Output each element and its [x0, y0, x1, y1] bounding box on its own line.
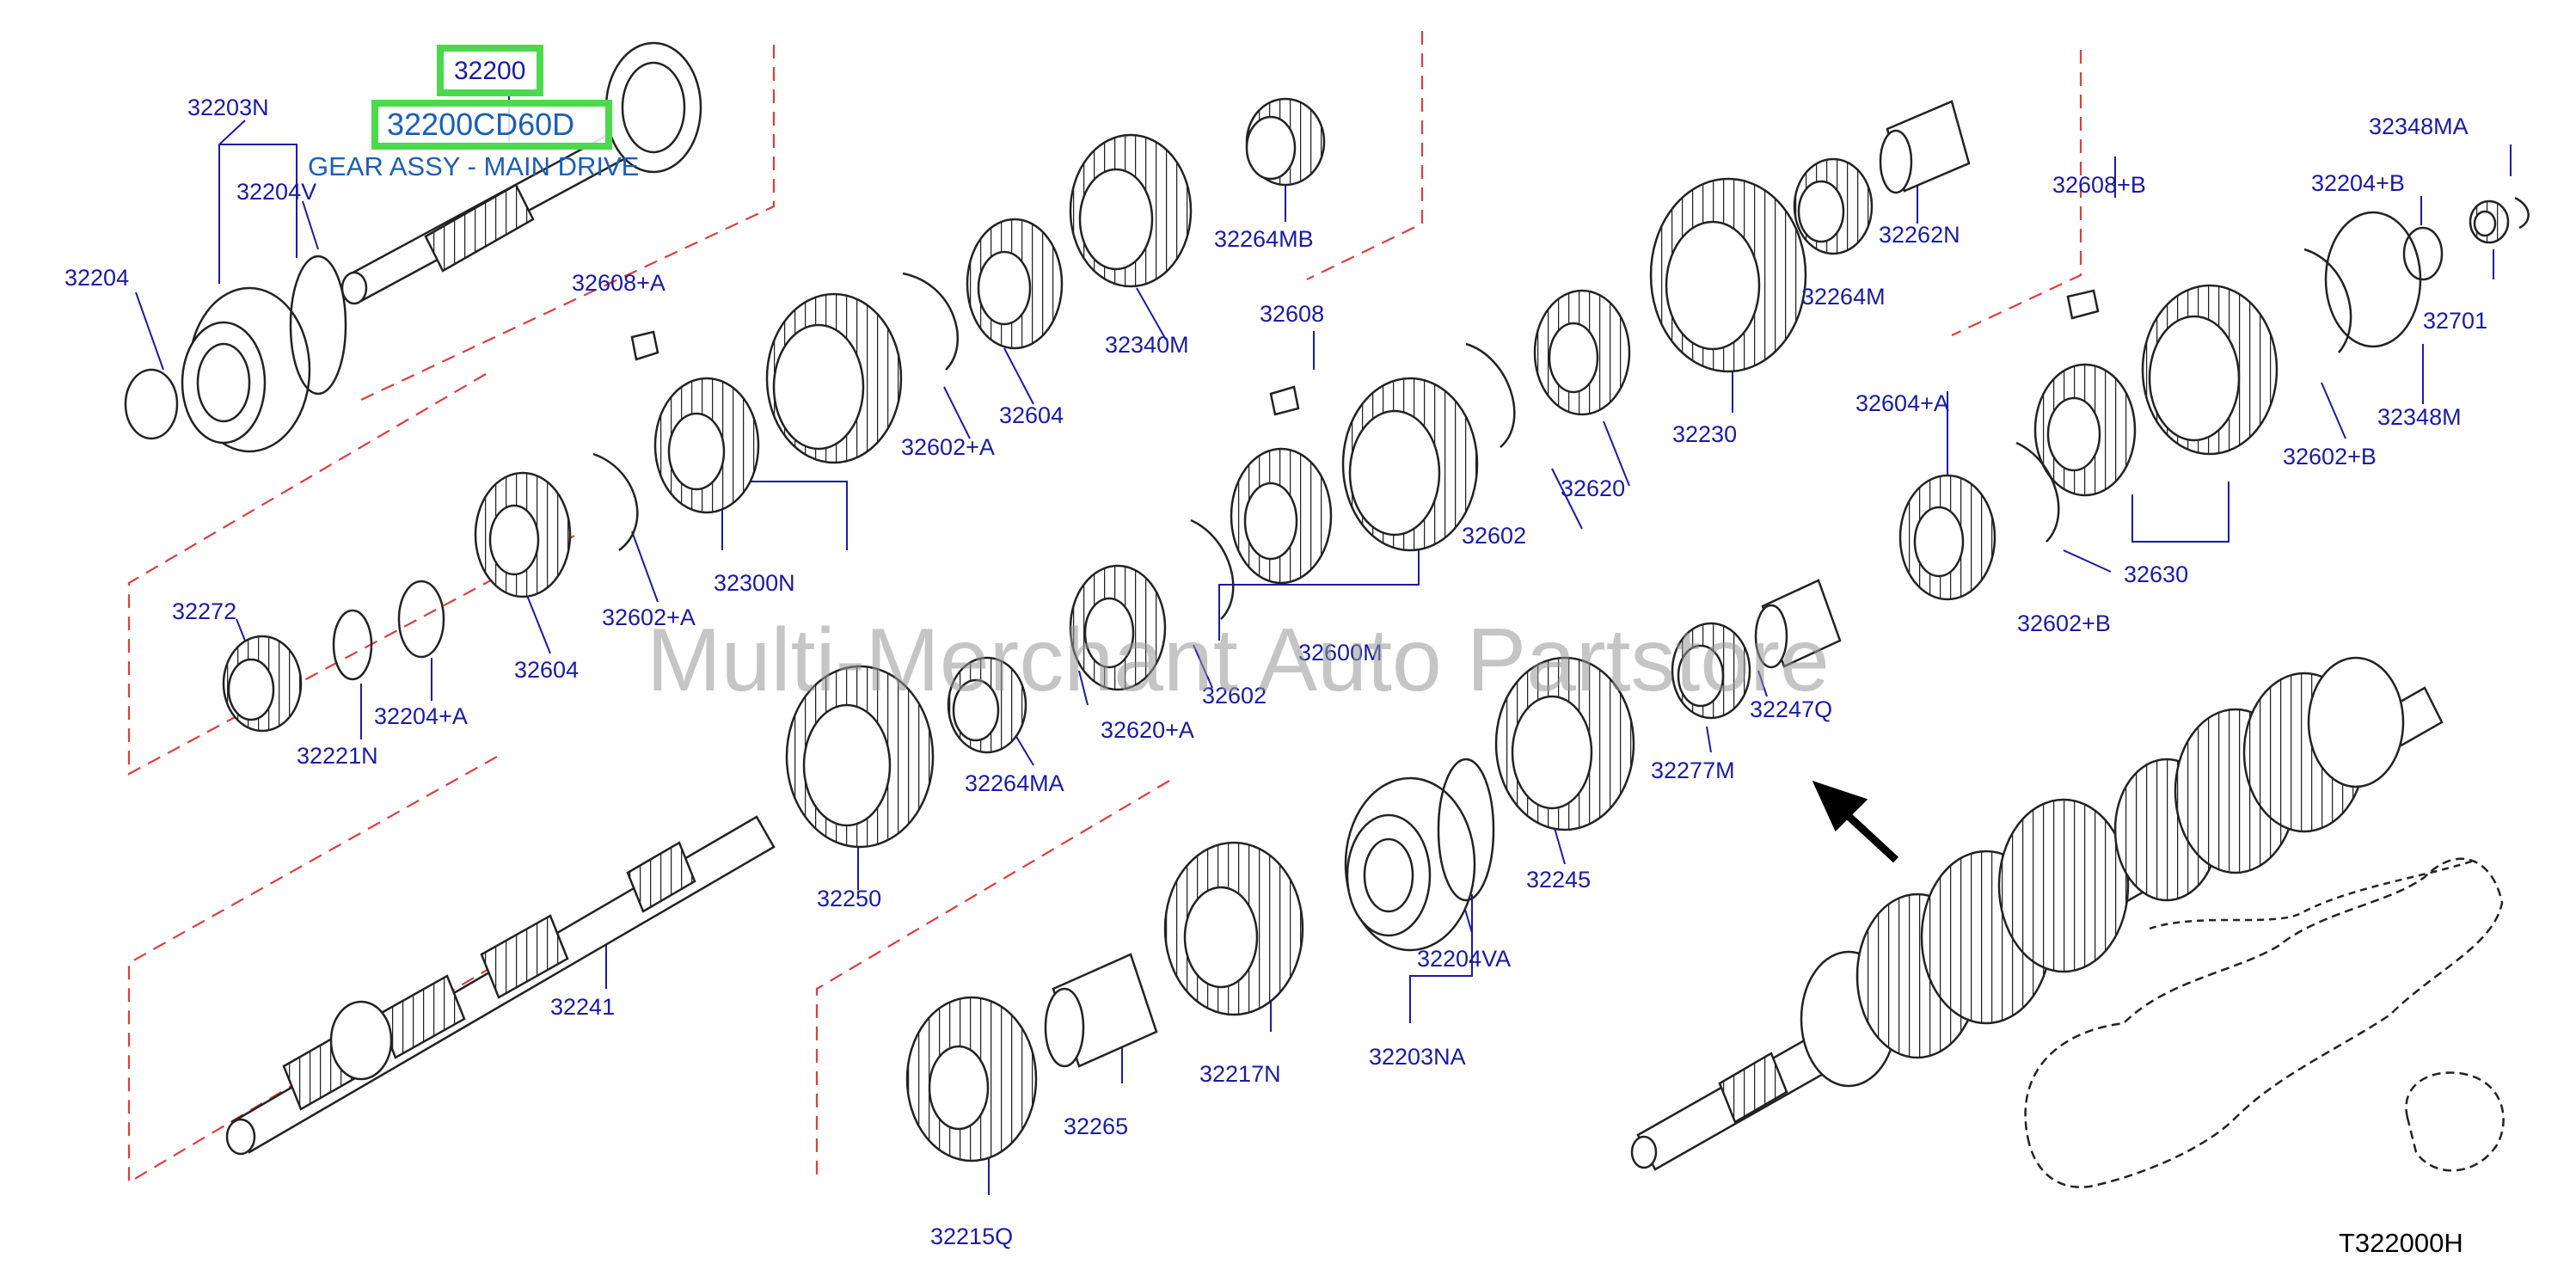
part-label[interactable]: 32608+B: [2052, 172, 2146, 198]
part-label[interactable]: 32204+B: [2311, 170, 2405, 196]
part-label[interactable]: 32204+A: [374, 703, 468, 729]
part-label[interactable]: 32348M: [2377, 404, 2462, 430]
part-label[interactable]: 32215Q: [930, 1224, 1014, 1249]
part-label[interactable]: 32620+A: [1101, 717, 1194, 743]
highlight-ref-number[interactable]: 32200: [454, 57, 526, 85]
part-label[interactable]: 32204V: [236, 179, 317, 205]
part-label[interactable]: 32250: [817, 886, 882, 911]
direction-arrow-icon: [1812, 780, 1899, 863]
highlight-part-number[interactable]: 32200CD60D: [387, 107, 575, 142]
part-label[interactable]: 32602: [1462, 523, 1527, 549]
part-label[interactable]: 32602+A: [602, 604, 696, 630]
main-drive-shaft: [340, 41, 702, 305]
part-label[interactable]: 32348MA: [2369, 113, 2469, 139]
part-label[interactable]: 32230: [1672, 421, 1738, 447]
part-label[interactable]: 32602+B: [2017, 610, 2111, 636]
part-label[interactable]: 32265: [1064, 1113, 1129, 1139]
highlight-part-number-box[interactable]: [371, 100, 612, 150]
part-label[interactable]: 32221N: [297, 743, 378, 769]
part-label[interactable]: 32203NA: [1369, 1044, 1466, 1070]
part-label[interactable]: 32340M: [1105, 332, 1189, 358]
figure-id: T322000H: [2339, 1228, 2463, 1258]
part-label[interactable]: 32245: [1526, 867, 1592, 893]
part-label[interactable]: 32204: [64, 265, 130, 291]
part-label[interactable]: 32620: [1561, 475, 1626, 501]
part-label[interactable]: 32602+A: [901, 434, 995, 460]
part-label[interactable]: 32203N: [187, 95, 269, 120]
part-label[interactable]: 32604: [514, 657, 580, 683]
highlight-description[interactable]: GEAR ASSY - MAIN DRIVE: [308, 151, 640, 181]
part-label[interactable]: 32264MB: [1214, 226, 1314, 252]
part-label[interactable]: 32264MA: [965, 770, 1064, 796]
part-label[interactable]: 32701: [2423, 308, 2488, 334]
countershaft-32241: [225, 815, 776, 1156]
part-label[interactable]: 32204VA: [1417, 946, 1512, 972]
part-label[interactable]: 32272: [172, 598, 237, 624]
watermark: Multi-Merchant Auto Partstore: [647, 610, 1830, 710]
part-label[interactable]: 32608+A: [572, 270, 665, 296]
part-label[interactable]: 32277M: [1651, 758, 1735, 783]
part-label[interactable]: 32247Q: [1750, 696, 1833, 722]
part-label[interactable]: 32217N: [1199, 1061, 1281, 1087]
assembled-mainshaft: [1630, 656, 2444, 1171]
part-label[interactable]: 32602+B: [2283, 444, 2377, 469]
part-label[interactable]: 32608: [1260, 301, 1325, 327]
gear-32340m: [1069, 133, 1193, 288]
part-label[interactable]: 32602: [1202, 683, 1267, 709]
highlight-ref-box[interactable]: [437, 45, 543, 96]
bearing-32203n: [181, 286, 311, 453]
part-label[interactable]: 32264M: [1801, 284, 1886, 310]
part-label[interactable]: 32600M: [1298, 640, 1383, 666]
bearing-32264mb: [1245, 97, 1326, 187]
part-label[interactable]: 32604+A: [1855, 390, 1949, 416]
part-label[interactable]: 32262N: [1879, 222, 1960, 248]
line-art: [124, 41, 2530, 1188]
part-label[interactable]: 32604: [999, 402, 1064, 428]
part-label[interactable]: 32630: [2124, 561, 2189, 587]
part-label[interactable]: 32241: [550, 994, 616, 1020]
part-label[interactable]: 32300N: [714, 570, 795, 596]
